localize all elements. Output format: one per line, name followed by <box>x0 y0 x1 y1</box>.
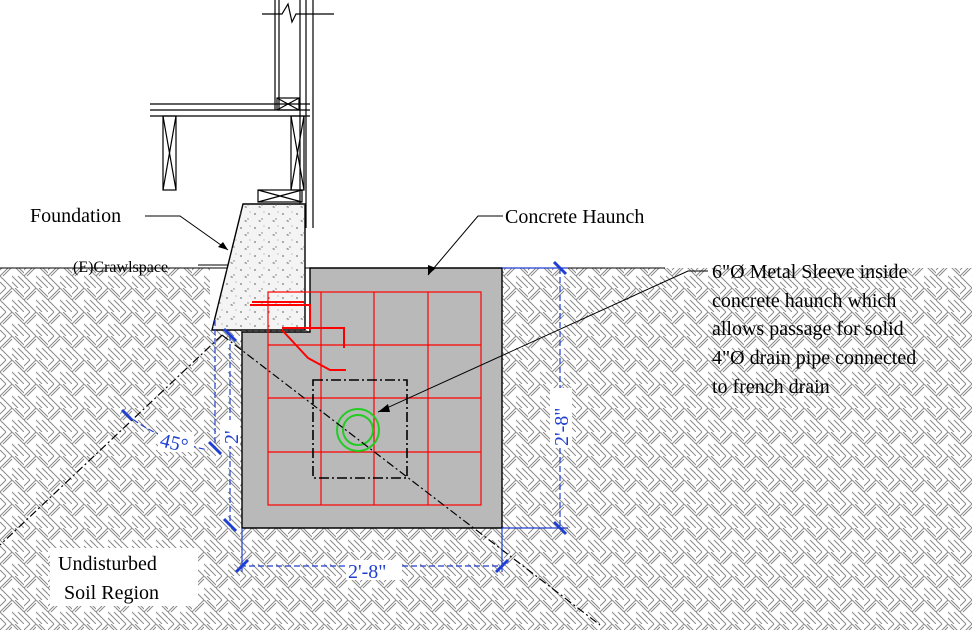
sleeve-arrowhead <box>378 404 390 412</box>
height-small-dimension: 2' <box>221 430 243 444</box>
sleeve-note-line-3: allows passage for solid <box>712 318 904 340</box>
sleeve-note-line-2: concrete haunch which <box>712 290 896 312</box>
soil-label-line-1: Undisturbed <box>58 553 157 575</box>
leader-lines <box>145 215 708 413</box>
crawlspace-label: (E)Crawlspace <box>73 259 168 276</box>
soil-boundary-line <box>0 334 223 546</box>
foundation-label: Foundation <box>30 205 121 227</box>
height-dimension: 2'-8" <box>551 408 573 446</box>
haunch-arrowhead <box>428 265 436 275</box>
sleeve-note-line-1: 6"Ø Metal Sleeve inside <box>712 261 907 283</box>
sleeve-note-line-4: 4"Ø drain pipe connected <box>712 347 916 369</box>
dowel-bars <box>250 301 346 371</box>
haunch-label: Concrete Haunch <box>505 206 644 228</box>
sleeve-note-line-5: to french drain <box>712 376 830 398</box>
soil-label: Undisturbed Soil Region <box>50 548 198 606</box>
sleeve-note: 6"Ø Metal Sleeve inside concrete haunch … <box>712 261 916 398</box>
wall-framing <box>150 0 334 228</box>
foundation-arrowhead <box>218 242 228 250</box>
metal-sleeve <box>336 408 380 452</box>
sleeve-block-outline <box>312 379 408 479</box>
width-dimension: 2'-8" <box>348 561 386 583</box>
soil-label-line-2: Soil Region <box>64 582 159 604</box>
